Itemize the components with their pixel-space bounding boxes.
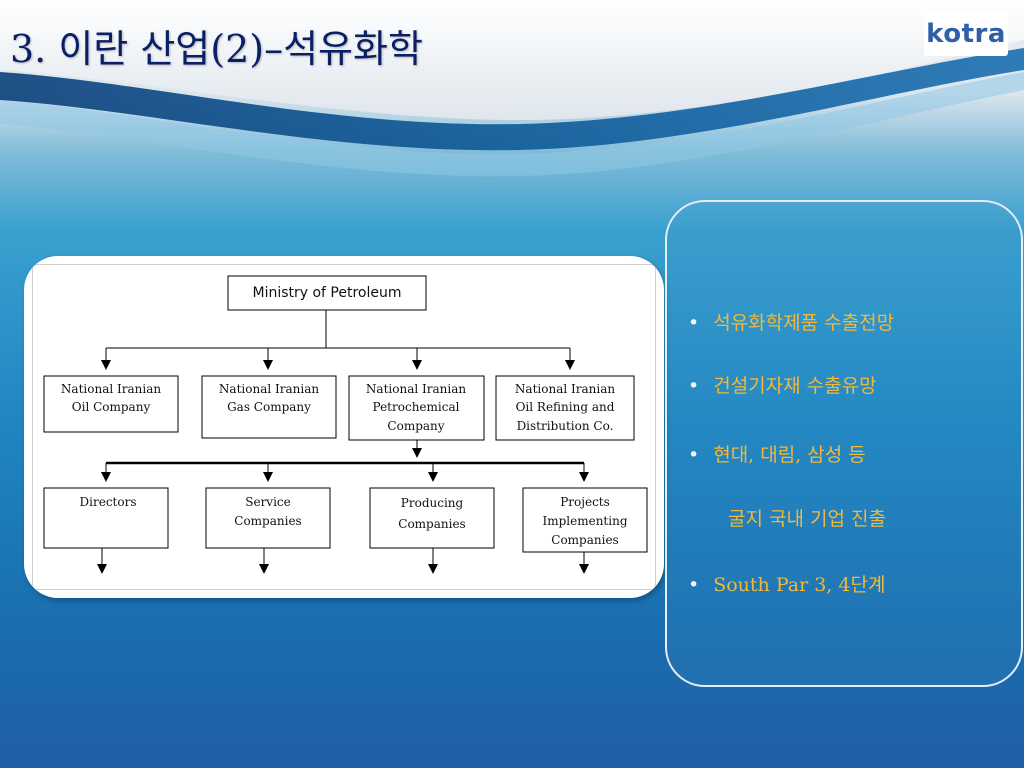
arrowheads [97,360,589,574]
bullet-text: 건설기자재 수출유망 [713,375,877,397]
level2-label-projects-line3: Companies [551,533,618,547]
level2-label-service-line1: Service [245,495,291,509]
bullet-dot-icon: • [688,574,700,596]
bullet-item: • 건설기자재 수출유망 [688,371,877,398]
level2-label-producing-line2: Companies [398,517,465,531]
level2-box-directors [43,487,169,549]
slide-title: 3. 이란 산업(2)–석유화학 [10,27,423,71]
bullet-continuation: 굴지 국내 기업 진출 [728,504,886,531]
root-label: Ministry of Petroleum [252,285,401,301]
level2-label-projects-line1: Projects [560,495,610,509]
level1-box-refining [495,375,635,441]
level1-label-refining-line3: Distribution Co. [517,419,614,433]
org-chart-svg: Ministry of Petroleum National Iranian O… [43,275,648,574]
level1-label-oil-line1: National Iranian [61,382,161,396]
level2-box-service [205,487,331,549]
bullet-text: 굴지 국내 기업 진출 [728,508,886,530]
level1-label-oil-line2: Oil Company [72,400,151,414]
level1-label-refining-line2: Oil Refining and [516,400,615,414]
level1-label-refining-line1: National Iranian [515,382,615,396]
level2-label-directors: Directors [80,495,137,509]
org-chart-frame [32,264,656,590]
level2-box-projects [522,487,648,553]
kotra-logo: kotra [924,12,1008,56]
level1-label-petro-line3: Company [387,419,444,433]
level1-label-petro-line1: National Iranian [366,382,466,396]
root-box [227,275,427,311]
level2-label-producing-line1: Producing [401,496,464,510]
bullet-dot-icon: • [688,312,700,334]
level1-label-gas-line2: Gas Company [227,400,311,414]
level2-label-projects-line2: Implementing [542,514,627,528]
level1-box-gas [201,375,337,439]
level2-label-service-line2: Companies [234,514,301,528]
org-chart-panel: Ministry of Petroleum National Iranian O… [24,256,664,598]
bullet-dot-icon: • [688,444,700,466]
bullet-text: 현대, 대림, 삼성 등 [713,444,866,466]
bullet-item: • 현대, 대림, 삼성 등 [688,440,866,467]
bullet-dot-icon: • [688,375,700,397]
level2-box-producing [369,487,495,549]
bullet-item: • South Par 3, 4단계 [688,570,885,597]
bullet-panel [665,200,1023,687]
bullet-text: 석유화학제품 수출전망 [713,312,895,334]
header-wave-background [0,0,1024,177]
bullet-text: South Par 3, 4단계 [713,574,886,596]
level1-box-petrochemical [348,375,485,441]
bullet-item: • 석유화학제품 수출전망 [688,308,894,335]
level1-label-petro-line2: Petrochemical [373,400,460,414]
level1-box-oil [43,375,179,433]
level1-label-gas-line1: National Iranian [219,382,319,396]
